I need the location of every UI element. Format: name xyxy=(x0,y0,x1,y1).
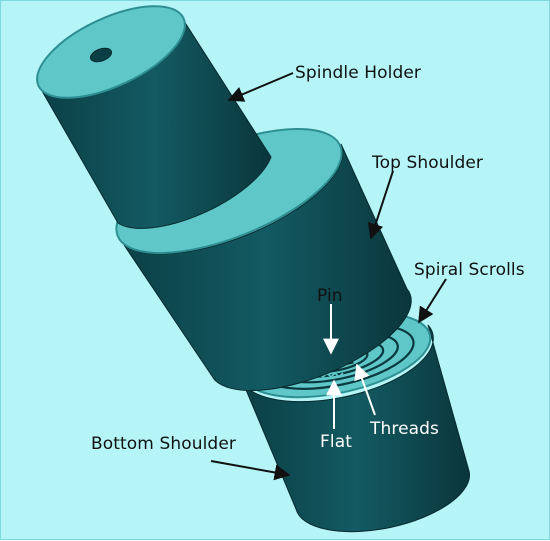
arrow-bottom-shoulder xyxy=(210,460,291,481)
label-threads: Threads xyxy=(370,419,439,439)
arrow-threads xyxy=(354,363,376,416)
label-pin: Pin xyxy=(317,286,343,306)
leader-arrows xyxy=(210,72,447,481)
leader-arrows-inner xyxy=(323,304,376,429)
label-bottom-shoulder: Bottom Shoulder xyxy=(91,434,236,454)
arrow-spindle-holder xyxy=(227,72,294,102)
label-spiral-scrolls: Spiral Scrolls xyxy=(414,260,525,280)
arrow-spiral-scrolls xyxy=(418,278,447,324)
label-flat: Flat xyxy=(320,432,352,452)
label-spindle-holder: Spindle Holder xyxy=(295,63,422,83)
arrow-top-shoulder xyxy=(367,170,394,240)
label-top-shoulder: Top Shoulder xyxy=(372,153,483,173)
spindle-holder-cylinder xyxy=(36,5,272,229)
